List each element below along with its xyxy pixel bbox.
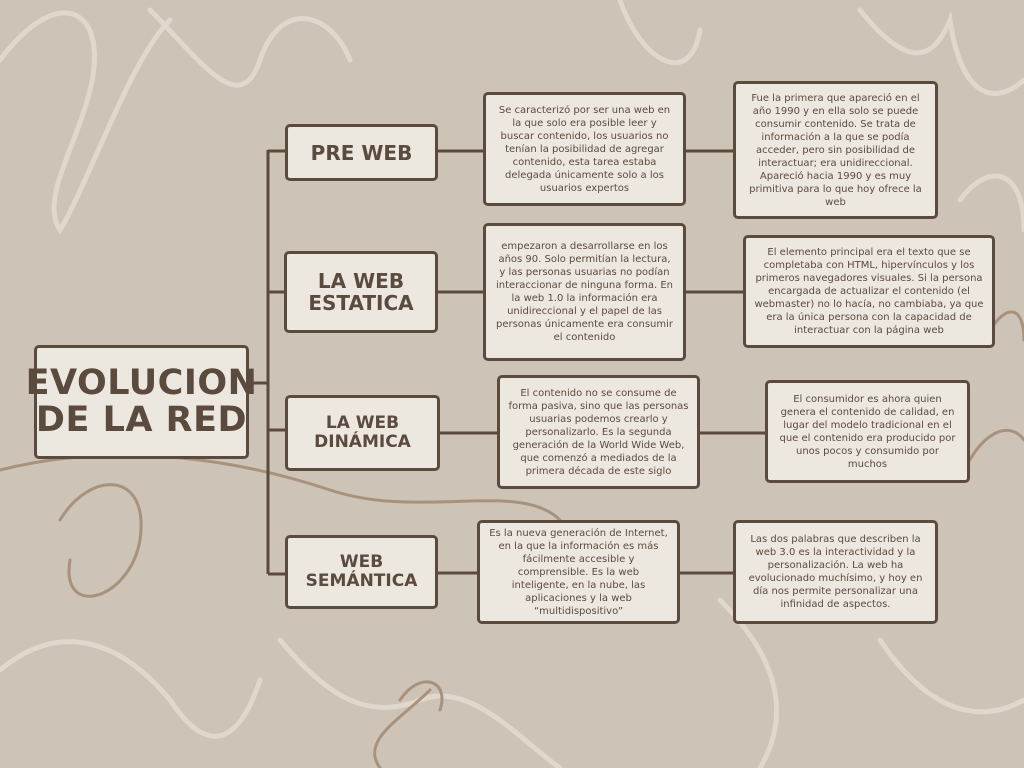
web-semantica-description-2-text: Las dos palabras que describen la web 3.…	[748, 534, 923, 610]
main-topic-box: EVOLUCION DE LA RED	[26, 345, 257, 459]
web-estatica-description-2-text: El elemento principal era el texto que s…	[754, 247, 984, 336]
web-dinamica-description-2-text: El consumidor es ahora quien genera el c…	[779, 393, 956, 470]
branch-pre-web-title: PRE WEB	[310, 140, 413, 165]
web-semantica-description-2: Las dos palabras que describen la web 3.…	[733, 520, 938, 624]
web-semantica-description-1: Es la nueva generación de Internet, en l…	[477, 520, 680, 624]
web-dinamica-description-2: El consumidor es ahora quien genera el c…	[765, 380, 970, 483]
main-topic-title: EVOLUCION DE LA RED	[25, 363, 258, 440]
branch-web-estatica-title: LA WEB ESTATICA	[308, 269, 414, 315]
web-dinamica-description-1: El contenido no se consume de forma pasi…	[497, 375, 700, 489]
pre-web-description-2: Fue la primera que apareció en el año 19…	[733, 81, 938, 219]
pre-web-description-1: Se caracterizó por ser una web en la que…	[483, 92, 686, 206]
branch-web-semantica-box: WEB SEMÁNTICA	[285, 535, 438, 609]
web-estatica-description-1-text: empezaron a desarrollarse en los años 90…	[495, 241, 674, 343]
branch-web-semantica-title: WEB SEMÁNTICA	[305, 552, 418, 591]
pre-web-description-2-text: Fue la primera que apareció en el año 19…	[749, 92, 922, 208]
web-estatica-description-2: El elemento principal era el texto que s…	[743, 235, 995, 348]
branch-web-dinamica-title: LA WEB DINÁMICA	[314, 413, 411, 452]
branch-pre-web-box: PRE WEB	[285, 124, 438, 181]
pre-web-description-1-text: Se caracterizó por ser una web en la que…	[498, 104, 671, 194]
web-semantica-description-1-text: Es la nueva generación de Internet, en l…	[489, 527, 668, 617]
branch-web-dinamica-box: LA WEB DINÁMICA	[285, 395, 440, 471]
web-estatica-description-1: empezaron a desarrollarse en los años 90…	[483, 223, 686, 361]
branch-web-estatica-box: LA WEB ESTATICA	[284, 251, 438, 333]
web-dinamica-description-1-text: El contenido no se consume de forma pasi…	[508, 387, 689, 477]
